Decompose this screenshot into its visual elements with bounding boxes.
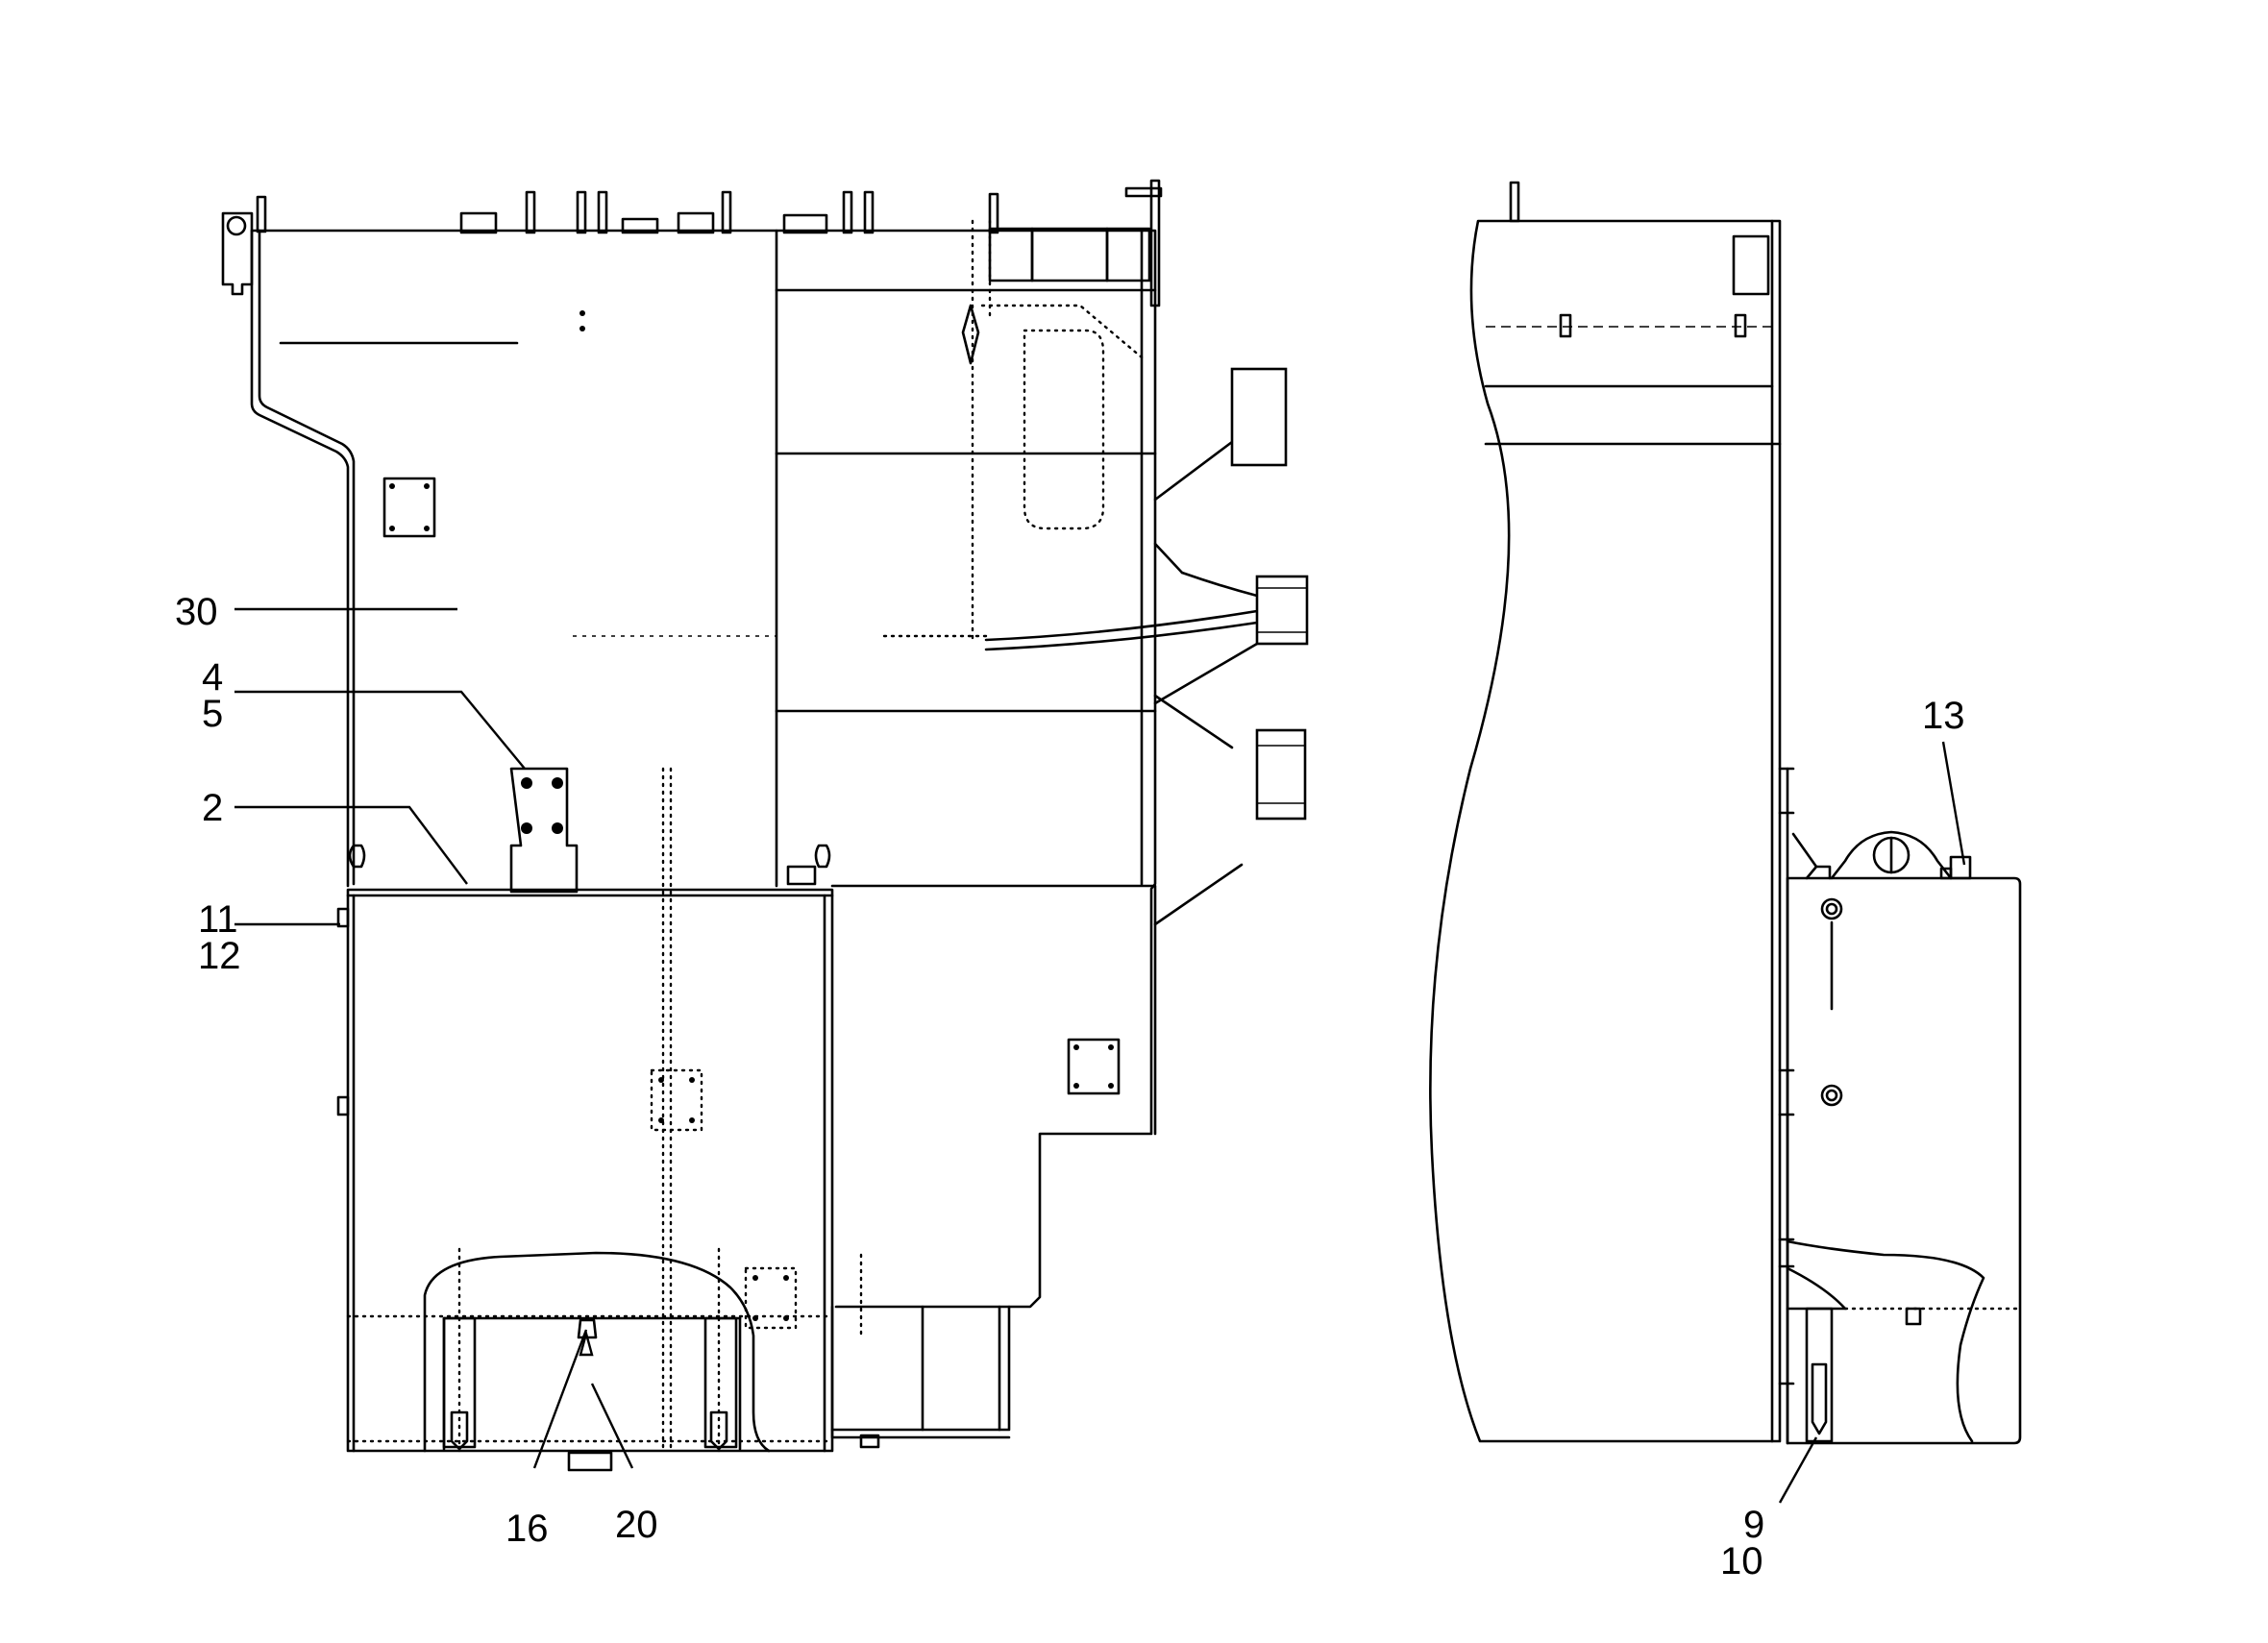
- callout-12: 12: [198, 935, 241, 977]
- callout-5: 5: [202, 693, 223, 735]
- main-housing-outline: [250, 229, 1157, 1309]
- callout-30: 30: [175, 591, 218, 633]
- callout-20: 20: [615, 1504, 658, 1546]
- callout-4: 4: [202, 656, 223, 699]
- callout-11: 11: [198, 898, 238, 941]
- callout-10: 10: [1720, 1540, 1763, 1582]
- access-cover: [882, 219, 1151, 646]
- lower-housing: [830, 884, 1157, 1439]
- callout-9: 9: [1743, 1504, 1764, 1546]
- side-view: [1429, 181, 2022, 1445]
- leader-lines: [234, 607, 1966, 1504]
- callout-labels: 30 4 5 2 11 12 16 20 13 9 10: [175, 591, 1965, 1582]
- top-fittings: [221, 179, 1163, 307]
- callout-13: 13: [1922, 695, 1965, 737]
- pipe-connectors: [984, 367, 1309, 926]
- pump-assembly: [1791, 830, 1972, 880]
- callout-16: 16: [505, 1508, 549, 1550]
- drain-sump: [423, 1247, 771, 1453]
- mounting-bracket: [509, 767, 579, 894]
- tank: [336, 767, 880, 1472]
- side-housing-outline: [1429, 219, 1782, 1443]
- side-tank: [1778, 767, 2022, 1445]
- callout-2: 2: [202, 787, 223, 829]
- front-view: [221, 179, 1309, 1472]
